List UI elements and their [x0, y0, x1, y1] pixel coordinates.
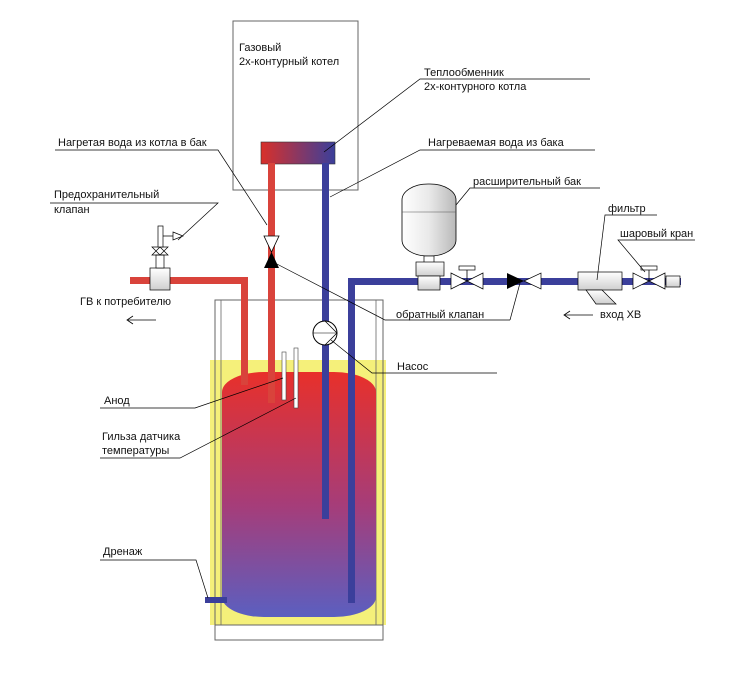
safety-valve: [149, 225, 184, 291]
boiler-label-2: 2х-контурный котел: [239, 56, 340, 68]
hot-supply-pipe: [268, 163, 275, 403]
pump: [312, 320, 338, 346]
cold-check-valve: [507, 272, 542, 290]
cold-inlet-pipe: [348, 278, 355, 603]
tank-frame: [214, 299, 384, 641]
drain-pipe: [205, 597, 227, 603]
heated-from-tank-label: Нагреваемая вода из бака: [428, 137, 564, 149]
expansion-tank-device: [401, 183, 457, 291]
heat-exchanger: [260, 141, 336, 165]
cold-in-arrow: [563, 310, 593, 320]
cold-water-in-label: вход ХВ: [600, 309, 642, 321]
sensor-sleeve-label-2: температуры: [102, 445, 170, 457]
heat-exchanger-label-1: Теплообменник: [424, 67, 504, 79]
hot-out-arrow: [126, 315, 156, 325]
filter-device: [577, 271, 623, 305]
ball-valve-1: [450, 265, 484, 290]
ball-valve-2: [632, 265, 681, 290]
leader-lines: [50, 78, 695, 599]
heated-from-boiler-label: Нагретая вода из котла в бак: [58, 137, 207, 149]
sensor-sleeve-tube: [293, 347, 299, 409]
expansion-tank-label: расширительный бак: [473, 176, 581, 188]
boiler-label-1: Газовый: [239, 42, 282, 54]
ball-valve-label: шаровый кран: [620, 228, 694, 240]
safety-valve-label-2: клапан: [54, 204, 90, 216]
check-valve-label: обратный клапан: [396, 309, 485, 321]
safety-valve-label-1: Предохранительный: [54, 189, 160, 201]
filter-label: фильтр: [608, 203, 646, 215]
anode-label: Анод: [104, 395, 130, 407]
hot-water-out-label: ГВ к потребителю: [80, 296, 171, 308]
heat-exchanger-label-2: 2х-контурного котла: [424, 81, 527, 93]
anode-rod: [281, 351, 287, 401]
drain-label: Дренаж: [103, 546, 143, 558]
pump-label: Насос: [397, 361, 429, 373]
supply-check-valve: [263, 235, 280, 268]
tank-water: [222, 372, 376, 617]
sensor-sleeve-label-1: Гильза датчика: [102, 431, 181, 443]
